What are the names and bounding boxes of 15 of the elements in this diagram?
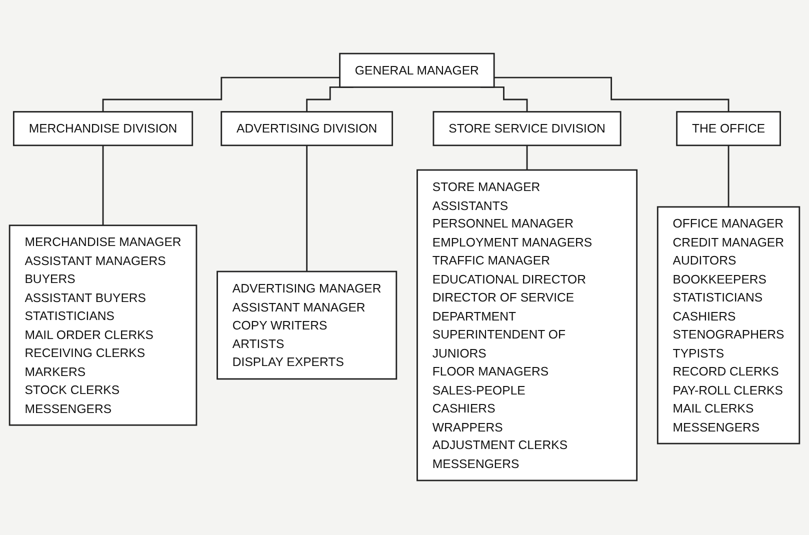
node-box: GENERAL MANAGER <box>339 53 495 88</box>
node-box: STORE MANAGER ASSISTANTS PERSONNEL MANAGER EMPLOYMENT MANAGERS TRAFFIC MANAGER EDUCATIONAL DIRECTOR DIRECTOR OF SERVICE DEPARTMENT SUPERINTENDENT OF JUNIORS FLOOR MANAGERS SALES-PEOPLE CASHIERS WRAPPERS ADJUSTMENT CLERKS MESSENGERS <box>416 170 638 482</box>
connector <box>728 145 730 208</box>
node-box: THE OFFICE <box>676 112 781 147</box>
node-box: OFFICE MANAGER CREDIT MANAGER AUDITORS BOOKKEEPERS STATISTICIANS CASHIERS STENOGRAPHERS TYPISTS RECORD CLERKS PAY-ROLL CLERKS MAIL CLERKS MESSENGERS <box>656 206 800 445</box>
connector <box>102 145 104 227</box>
connector <box>306 145 308 273</box>
node-box: MERCHANDISE MANAGER ASSISTANT MANAGERS BUYERS ASSISTANT BUYERS STATISTICIANS MAIL ORDER CLERKS RECEIVING CLERKS MARKERS STOCK CLERKS MESSENGERS <box>8 225 198 426</box>
connector <box>494 77 730 113</box>
node-box: STORE SERVICE DIVISION <box>432 112 622 147</box>
node-box: ADVERTISING DIVISION <box>220 112 394 147</box>
node-box: ADVERTISING MANAGER ASSISTANT MANAGER COPY WRITERS ARTISTS DISPLAY EXPERTS <box>216 271 398 380</box>
connector <box>526 145 528 172</box>
connector <box>102 77 340 113</box>
node-box: MERCHANDISE DIVISION <box>12 112 194 147</box>
